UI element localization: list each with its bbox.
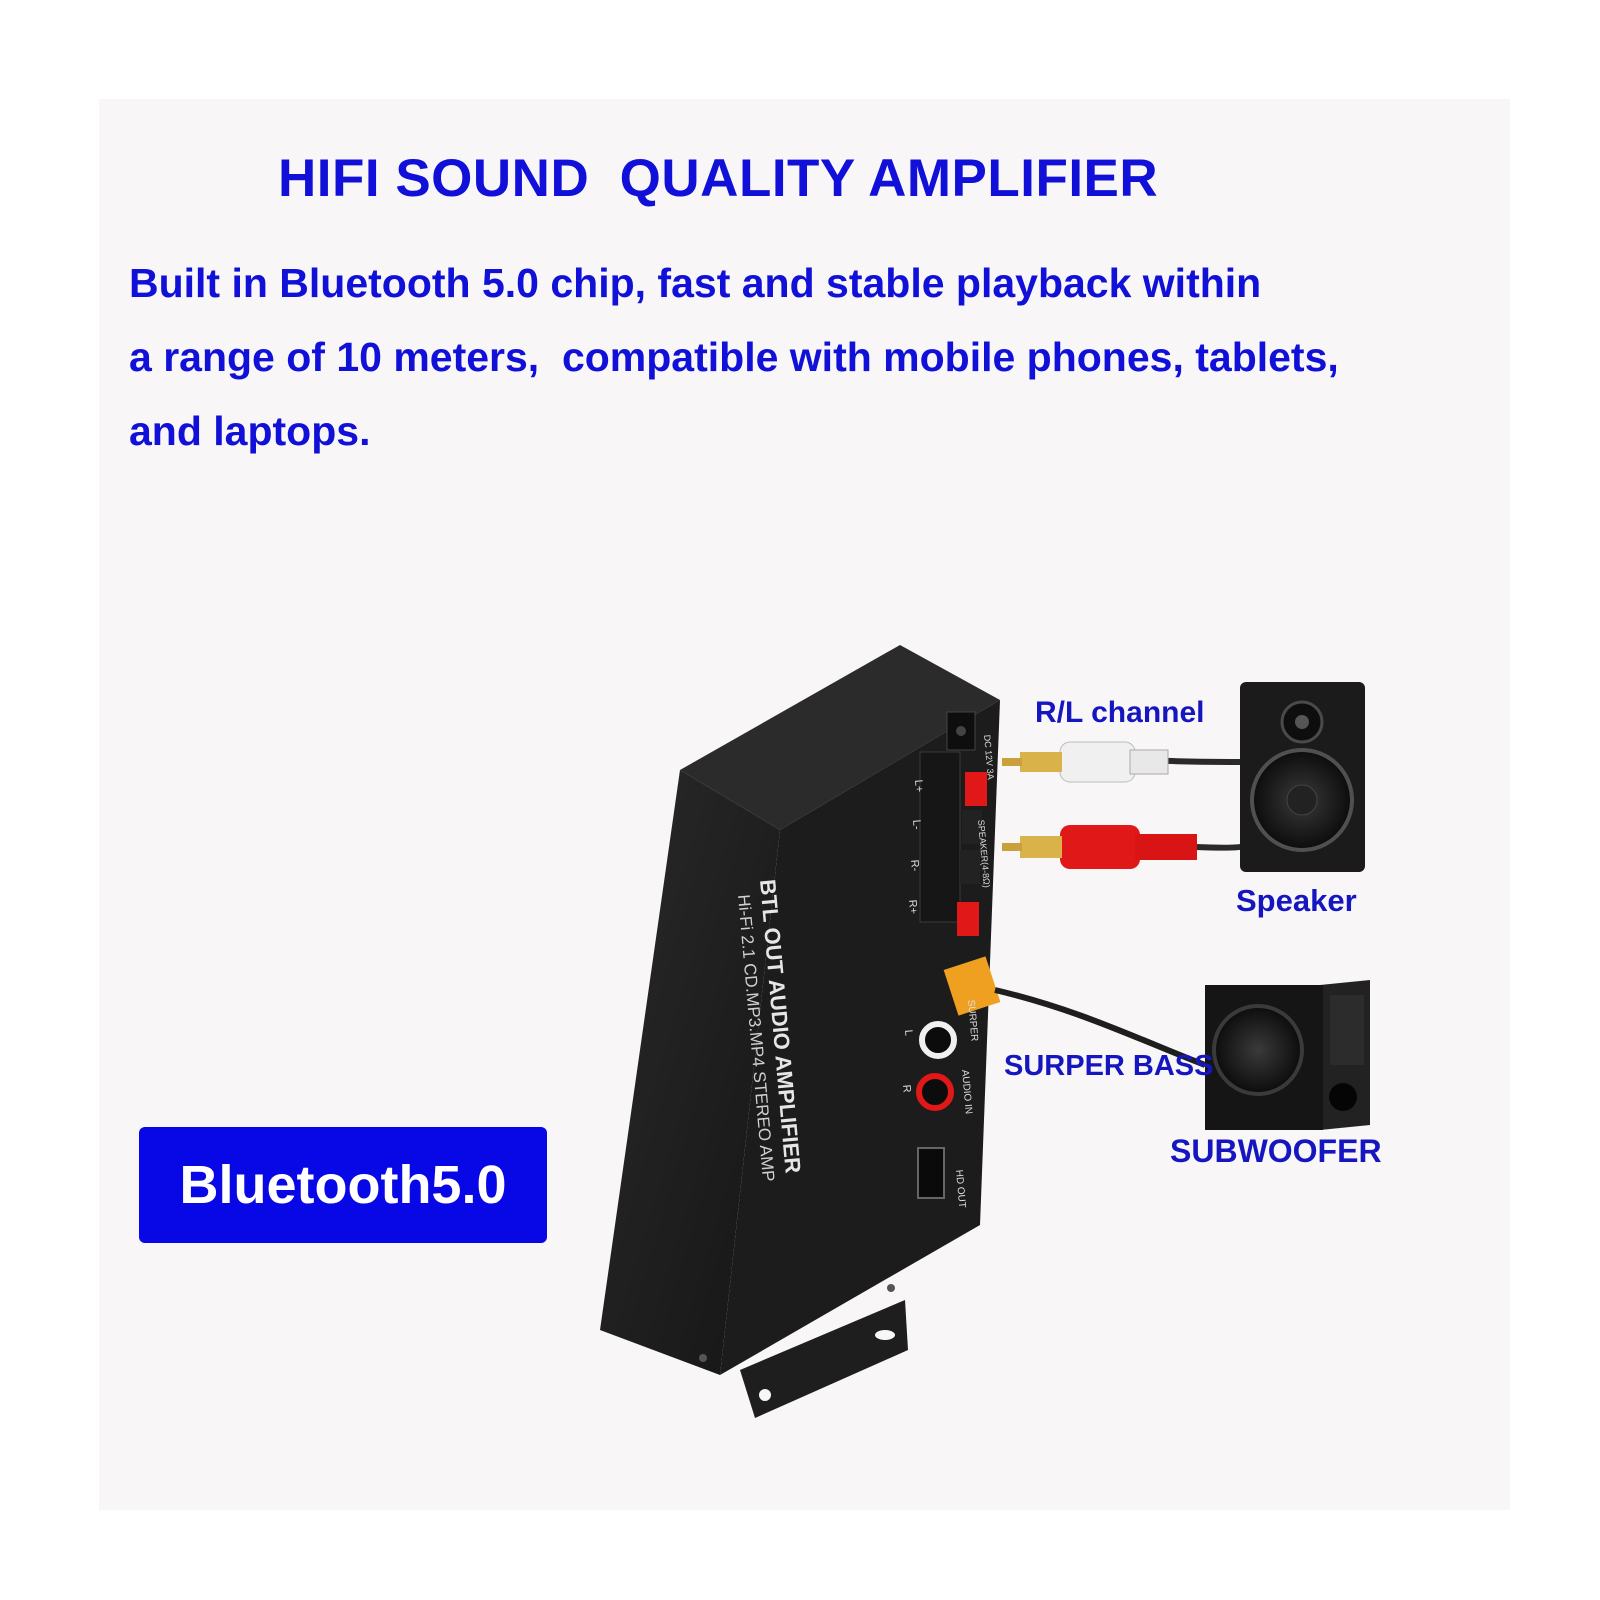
hd-out-port	[917, 1147, 945, 1199]
rca-input-white	[919, 1021, 957, 1059]
terminal-r-minus	[960, 850, 980, 884]
terminal-l-minus	[962, 810, 982, 844]
amplifier-top-face	[680, 645, 1000, 830]
bookshelf-speaker	[1240, 682, 1365, 872]
rca-plug-red-strain	[1135, 834, 1197, 860]
device-audio-in: AUDIO IN	[959, 1069, 974, 1114]
screw	[887, 1284, 895, 1292]
rl-channel-label: R/L channel	[1035, 696, 1205, 729]
device-jack-l-minus: L-	[910, 819, 923, 830]
subwoofer-cable	[994, 987, 1207, 1068]
rca-plug-white-pin	[1002, 758, 1022, 766]
rca-cable-red	[1002, 825, 1247, 869]
device-dc: DC 12V 3A	[982, 734, 996, 780]
amplifier-side-face	[600, 770, 780, 1375]
mounting-bracket	[740, 1300, 908, 1418]
speaker-tweeter-dome	[1295, 715, 1309, 729]
headline: HIFI SOUND QUALITY AMPLIFIER	[278, 149, 1159, 208]
subwoofer-terminal	[943, 956, 1001, 1016]
rca-plug-red-sleeve	[1020, 836, 1062, 858]
device-input-r: R	[900, 1084, 913, 1093]
bluetooth-badge: Bluetooth5.0	[139, 1127, 547, 1243]
rca-cable-white	[1002, 741, 1246, 783]
terminal-l-plus	[965, 772, 987, 806]
rca-plug-white-sleeve	[1020, 752, 1062, 772]
speaker-woofer-cap	[1286, 784, 1318, 816]
device-surper: SURPER	[965, 999, 980, 1041]
surper-bass-label: SURPER BASS	[1004, 1050, 1214, 1082]
rca-input-red	[916, 1073, 954, 1111]
terminal-block	[919, 751, 961, 923]
amplifier-device: BTL OUT AUDIO AMPLIFIER Hi-Fi 2.1 CD.MP3…	[600, 645, 1001, 1418]
speaker-terminals	[919, 751, 987, 936]
subwoofer-control-panel	[1330, 995, 1364, 1065]
description-line-1: Built in Bluetooth 5.0 chip, fast and st…	[129, 260, 1262, 306]
subwoofer-port	[1329, 1083, 1357, 1111]
rca-plug-white-body	[1059, 741, 1136, 783]
rca-plug-red-body	[1060, 825, 1140, 869]
description: Built in Bluetooth 5.0 chip, fast and st…	[129, 246, 1469, 468]
subwoofer-unit	[1205, 980, 1370, 1130]
speaker-label: Speaker	[1236, 883, 1357, 918]
device-hd-out: HD OUT	[953, 1169, 967, 1208]
subwoofer-driver	[1212, 1004, 1304, 1096]
device-jack-r-plus: R+	[906, 899, 919, 914]
rca-plug-white-strain	[1129, 749, 1169, 775]
terminal-r-plus	[957, 902, 979, 936]
device-jack-l-plus: L+	[912, 779, 925, 793]
bracket-hole	[759, 1389, 771, 1401]
description-line-3: and laptops.	[129, 408, 371, 454]
bracket-slot	[875, 1330, 895, 1340]
screw	[699, 1354, 707, 1362]
rca-plug-red-pin	[1002, 843, 1022, 851]
subwoofer-label: SUBWOOFER	[1170, 1133, 1382, 1169]
device-jack-r-minus: R-	[908, 859, 921, 872]
device-input-l: L	[902, 1029, 914, 1036]
description-line-2: a range of 10 meters, compatible with mo…	[129, 334, 1339, 380]
dc-power-jack-pin	[956, 726, 966, 736]
